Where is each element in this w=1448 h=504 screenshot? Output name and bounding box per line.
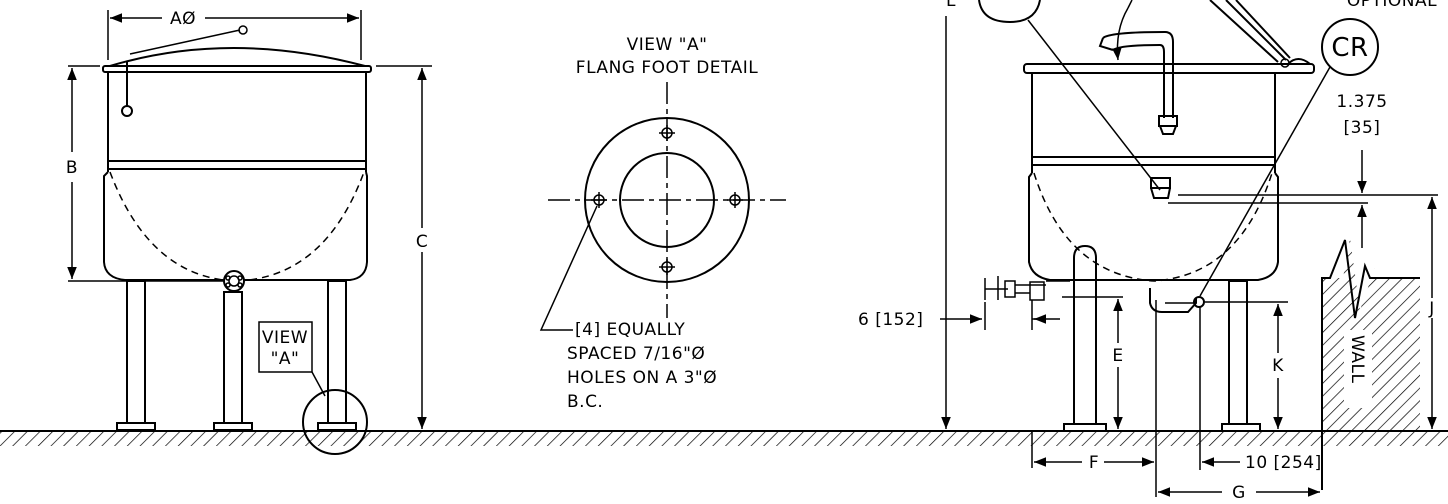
- dimension-g-label: G: [1232, 483, 1246, 503]
- dimension-e-label: E: [1112, 346, 1123, 366]
- dimension-b-label: B: [66, 158, 78, 178]
- dimension-l-label: L: [946, 0, 956, 11]
- drain-valve: [984, 276, 1070, 301]
- flange-foot-detail: VIEW "A" FLANG FOOT DETAIL [4] EQUALLY S…: [539, 35, 786, 412]
- wall-label: WALL: [1347, 335, 1367, 383]
- detail-title-line2: FLANG FOOT DETAIL: [576, 58, 758, 78]
- dimension-a-label: AØ: [170, 9, 196, 29]
- side-view: L OPTIONAL CR: [858, 0, 1438, 503]
- bolt-hole-right: [727, 192, 743, 208]
- view-a-callout-line2: "A": [271, 349, 300, 369]
- optional-label: OPTIONAL: [1347, 0, 1437, 11]
- bolt-hole-left: [591, 192, 607, 208]
- detail-note-line3: HOLES ON A 3"Ø: [567, 368, 717, 388]
- view-a-callout-line1: VIEW: [262, 328, 308, 348]
- floor: [0, 430, 1448, 446]
- dimension-c-label: C: [416, 232, 428, 252]
- detail-note-line1: [4] EQUALLY: [575, 320, 685, 340]
- detail-note-line2: SPACED 7/16"Ø: [567, 344, 705, 364]
- dimension-k-label: K: [1272, 356, 1284, 376]
- cr-label: CR: [1331, 33, 1368, 63]
- bolt-hole-top: [659, 125, 675, 141]
- dimension-f-label: F: [1089, 453, 1099, 473]
- dimension-35-label: [35]: [1344, 118, 1381, 138]
- dimension-6-label: 6 [152]: [858, 310, 923, 330]
- dimension-1375-label: 1.375: [1336, 92, 1387, 112]
- detail-title-line1: VIEW "A": [627, 35, 708, 55]
- detail-note-line4: B.C.: [567, 392, 603, 412]
- wall: WALL: [1321, 238, 1420, 490]
- dimension-10-label: 10 [254]: [1245, 453, 1322, 473]
- dimension-j-label: J: [1428, 299, 1435, 319]
- bolt-hole-bottom: [659, 259, 675, 275]
- front-view: VIEW "A" AØ B C: [66, 9, 432, 455]
